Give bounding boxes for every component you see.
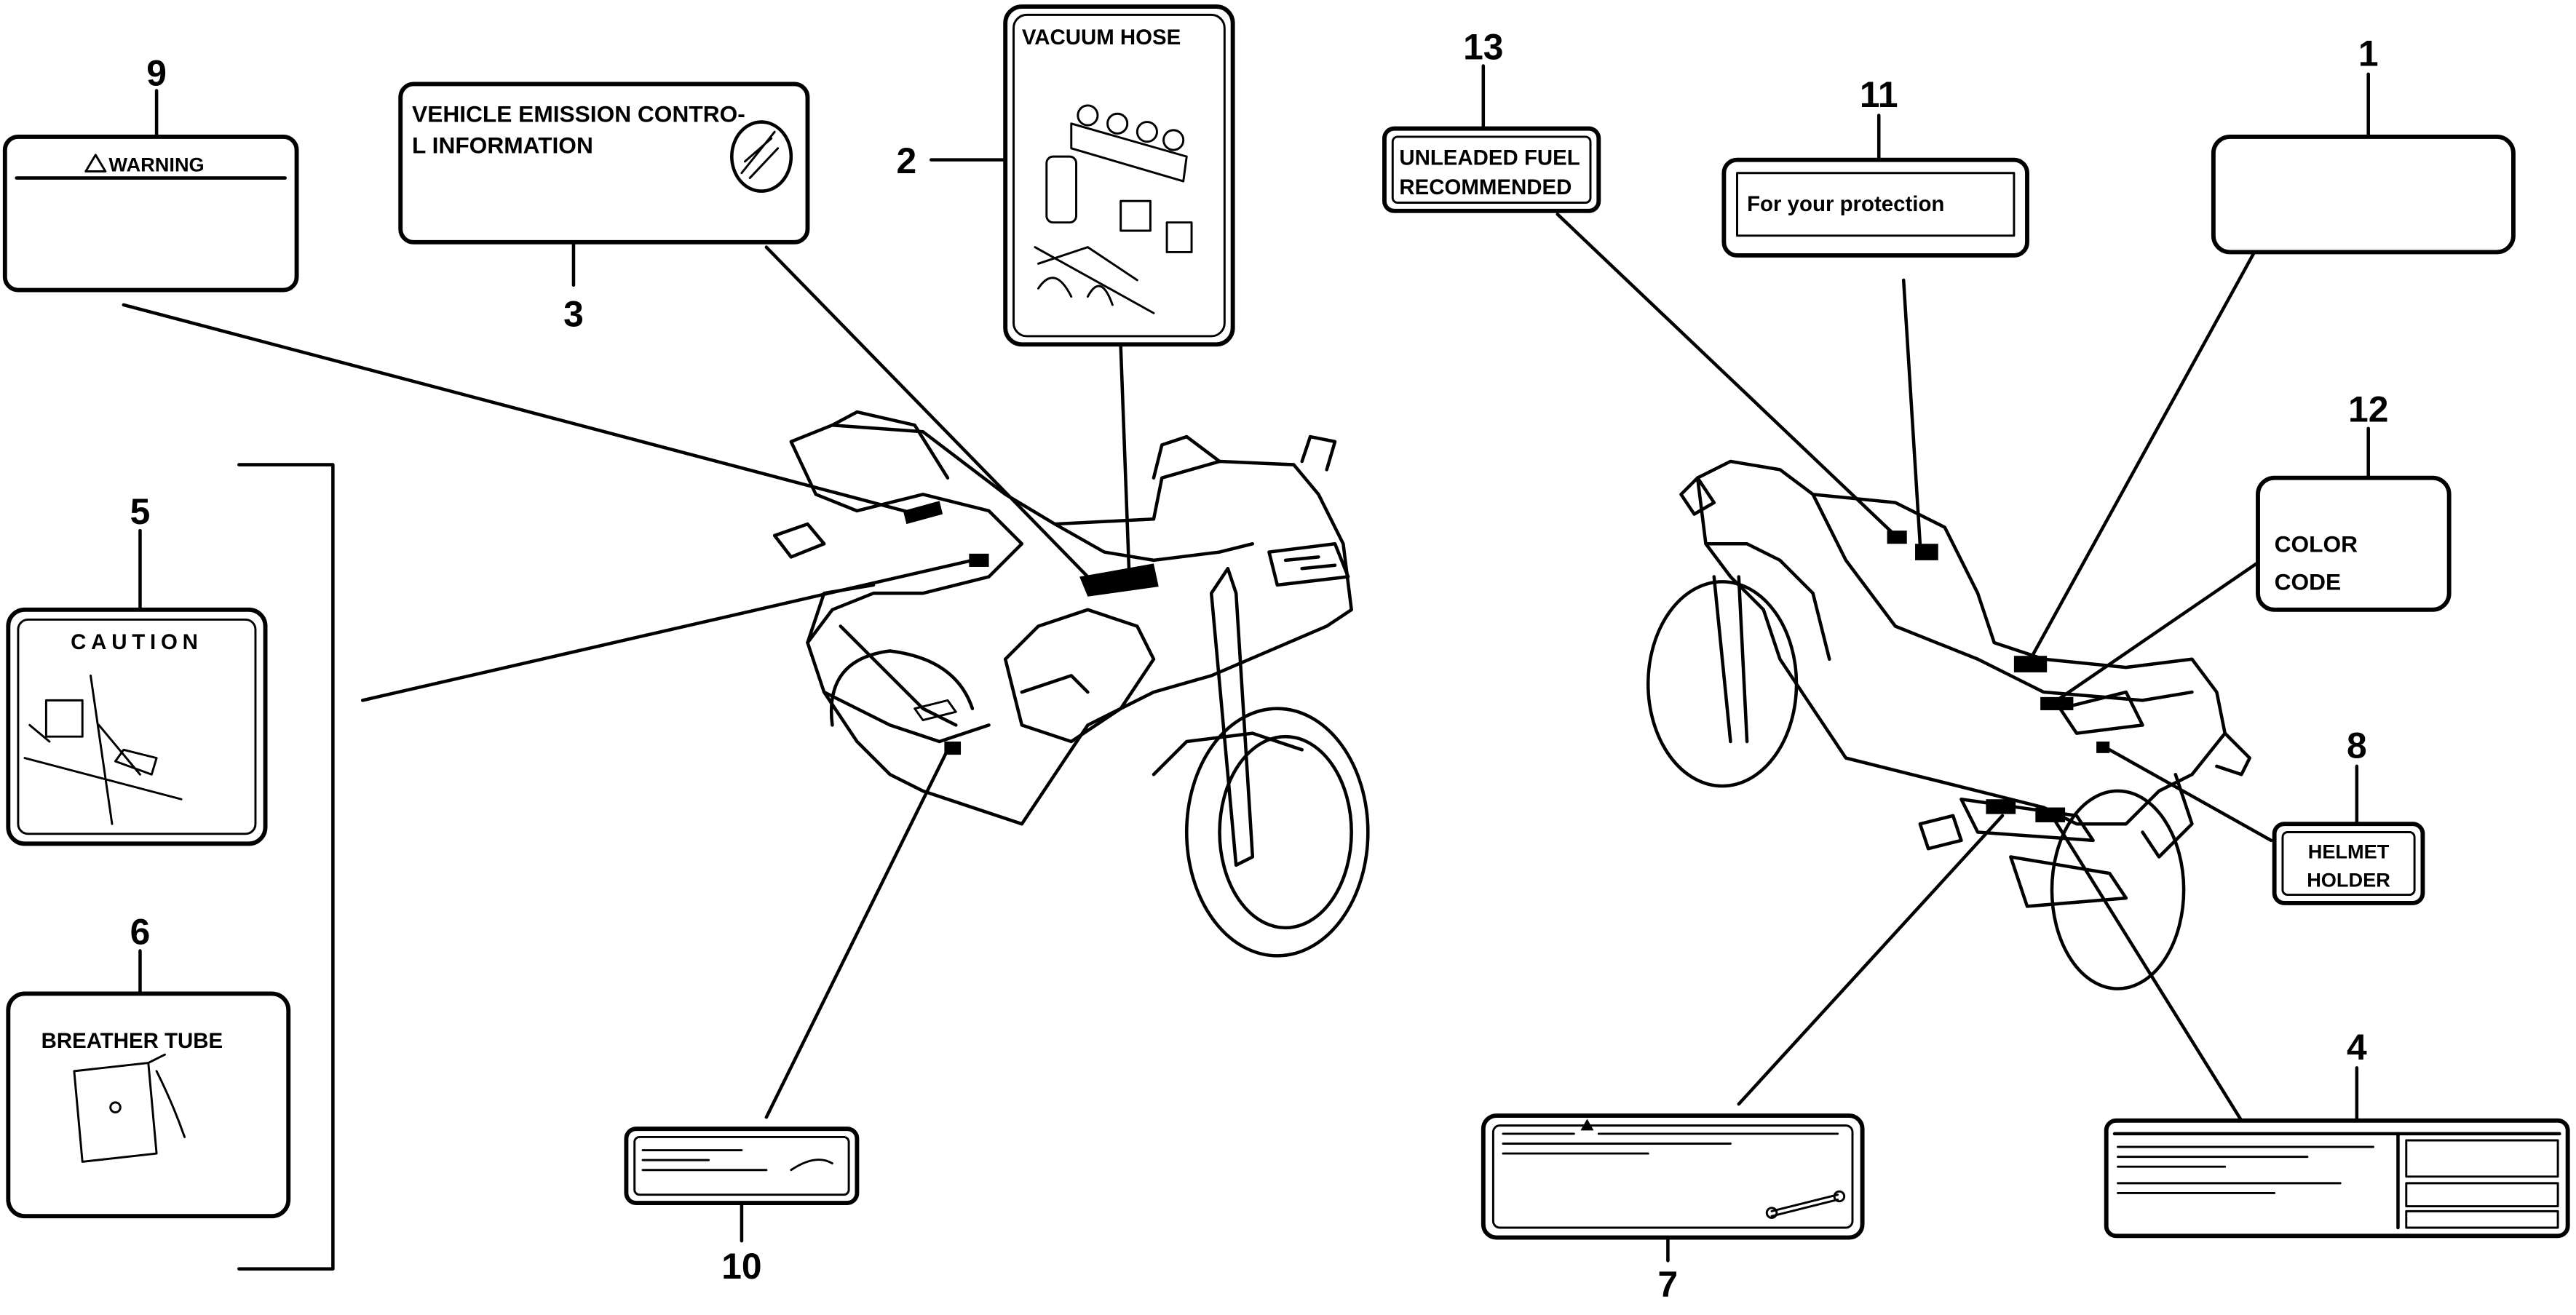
color-code-line2: CODE xyxy=(2275,569,2342,595)
breather-tube-text: BREATHER TUBE xyxy=(41,1029,223,1053)
part-number-7: 7 xyxy=(1658,1264,1679,1305)
label-10-blank-strip[interactable]: 10 xyxy=(624,1127,860,1287)
unleaded-line1: UNLEADED FUEL xyxy=(1399,146,1580,170)
label-6-breather-tube[interactable]: 6 BREATHER TUBE xyxy=(6,912,291,1219)
motorcycle-right-view xyxy=(1646,459,2251,990)
vacuum-hose-text: VACUUM HOSE xyxy=(1022,25,1181,49)
label-13-unleaded-fuel[interactable]: 13 UNLEADED FUEL RECOMMENDED xyxy=(1382,27,1601,213)
label-2-vacuum-hose[interactable]: VACUUM HOSE 2 xyxy=(896,4,1235,347)
part-number-4: 4 xyxy=(2347,1027,2367,1068)
caution-illustration-icon xyxy=(23,674,183,825)
part-number-5: 5 xyxy=(130,491,151,532)
motorcycle-left-view xyxy=(772,410,1370,958)
part-number-8: 8 xyxy=(2347,726,2367,766)
part-number-1: 1 xyxy=(2358,33,2379,74)
part-number-6: 6 xyxy=(130,912,151,953)
triangle-warning-icon xyxy=(84,154,107,172)
part-number-13: 13 xyxy=(1463,27,1503,68)
part-number-2: 2 xyxy=(896,140,916,181)
part-number-10: 10 xyxy=(721,1246,761,1287)
emission-text-line2: L INFORMATION xyxy=(412,132,593,159)
part-number-9: 9 xyxy=(146,53,167,94)
small-warning-triangle-icon xyxy=(1580,1119,1594,1131)
label-5-caution[interactable]: 5 CAUTION xyxy=(6,491,268,846)
part-number-12: 12 xyxy=(2348,389,2388,430)
label-12-color-code[interactable]: 12 COLOR CODE xyxy=(2256,389,2452,612)
label-7-tire-info[interactable]: 7 xyxy=(1481,1113,1865,1305)
caution-text: CAUTION xyxy=(71,630,203,654)
label-3-emission-info[interactable]: VEHICLE EMISSION CONTRO- L INFORMATION 3 xyxy=(398,82,810,334)
helmet-line2: HOLDER xyxy=(2307,868,2390,891)
leader-lines xyxy=(122,64,2370,1271)
unleaded-line2: RECOMMENDED xyxy=(1399,175,1572,199)
label-9-warning[interactable]: 9 WARNING xyxy=(2,53,299,293)
label-1-blank[interactable]: 1 xyxy=(2211,33,2516,255)
vacuum-hose-illustration-icon xyxy=(1034,104,1193,314)
part-number-3: 3 xyxy=(563,293,584,334)
part-number-11: 11 xyxy=(1860,74,1898,115)
breather-tube-illustration-icon xyxy=(73,1053,186,1163)
emission-text-line1: VEHICLE EMISSION CONTRO- xyxy=(412,101,745,127)
protection-text: For your protection xyxy=(1747,192,1944,216)
helmet-line1: HELMET xyxy=(2308,841,2390,863)
label-8-helmet-holder[interactable]: 8 HELMET HOLDER xyxy=(2272,726,2425,905)
color-code-line1: COLOR xyxy=(2275,531,2358,557)
label-4-info-panel[interactable]: 4 xyxy=(2104,1027,2570,1239)
honda-wing-logo-icon xyxy=(730,120,793,193)
label-11-for-your-protection[interactable]: 11 For your protection xyxy=(1721,74,2029,258)
warning-text: WARNING xyxy=(108,153,204,175)
